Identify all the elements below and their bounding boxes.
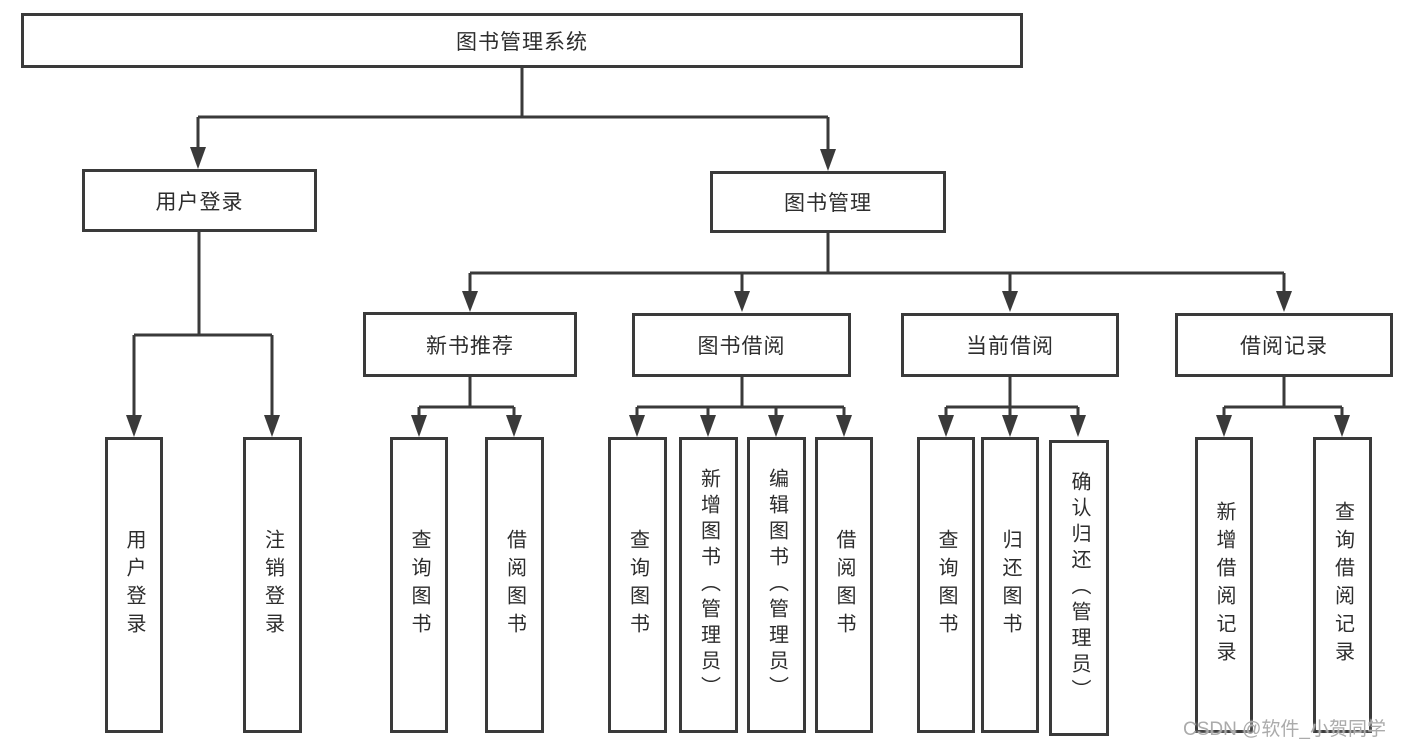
leaf-query-borrow-record: 查询借阅记录 [1313,437,1372,733]
leaf-query-book-2: 查询图书 [608,437,667,733]
leaf-logout: 注销登录 [243,437,302,733]
node-book-borrowing-label: 图书借阅 [697,335,786,358]
leaf-query-book-1: 查询图书 [390,437,448,733]
leaf-edit-book-admin: 编辑图书（管理员） [747,437,806,733]
node-book-borrowing: 图书借阅 [632,313,851,377]
leaf-confirm-return-admin: 确认归还（管理员） [1049,440,1109,736]
leaf-borrow-book-2-label: 借阅图书 [833,529,855,641]
leaf-edit-book-admin-label: 编辑图书（管理员） [765,468,788,702]
node-new-book-recommend: 新书推荐 [363,312,577,377]
leaf-borrow-book-2: 借阅图书 [815,437,873,733]
leaf-return-book-label: 归还图书 [999,529,1021,641]
leaf-add-borrow-record-label: 新增借阅记录 [1213,501,1235,669]
node-root-label: 图书管理系统 [456,30,588,54]
node-book-management: 图书管理 [710,171,946,233]
leaf-add-borrow-record: 新增借阅记录 [1195,437,1253,733]
leaf-borrow-book-1: 借阅图书 [485,437,544,733]
leaf-user-login: 用户登录 [105,437,163,733]
node-borrow-records-label: 借阅记录 [1240,335,1328,358]
leaf-query-book-3-label: 查询图书 [935,529,957,641]
node-user-login: 用户登录 [82,169,317,232]
node-user-login-label: 用户登录 [155,190,244,214]
node-book-management-label: 图书管理 [784,192,872,215]
leaf-query-borrow-record-label: 查询借阅记录 [1331,501,1354,669]
leaf-query-book-2-label: 查询图书 [626,529,649,641]
leaf-logout-label: 注销登录 [261,529,284,641]
node-new-book-recommend-label: 新书推荐 [426,334,514,358]
leaf-query-book-1-label: 查询图书 [408,529,430,641]
node-current-borrowing-label: 当前借阅 [966,335,1054,358]
node-current-borrowing: 当前借阅 [901,313,1119,377]
leaf-query-book-3: 查询图书 [917,437,975,733]
arrowheads [126,147,1350,437]
leaf-user-login-label: 用户登录 [123,529,145,641]
leaf-confirm-return-admin-label: 确认归还（管理员） [1068,471,1090,705]
leaf-add-book-admin: 新增图书（管理员） [679,437,738,733]
leaf-borrow-book-1-label: 借阅图书 [503,529,526,641]
node-root: 图书管理系统 [21,13,1023,68]
node-borrow-records: 借阅记录 [1175,313,1393,377]
csdn-watermark: CSDN @软件_小贺同学 [1183,719,1386,740]
leaf-return-book: 归还图书 [981,437,1039,733]
leaf-add-book-admin-label: 新增图书（管理员） [697,468,720,702]
